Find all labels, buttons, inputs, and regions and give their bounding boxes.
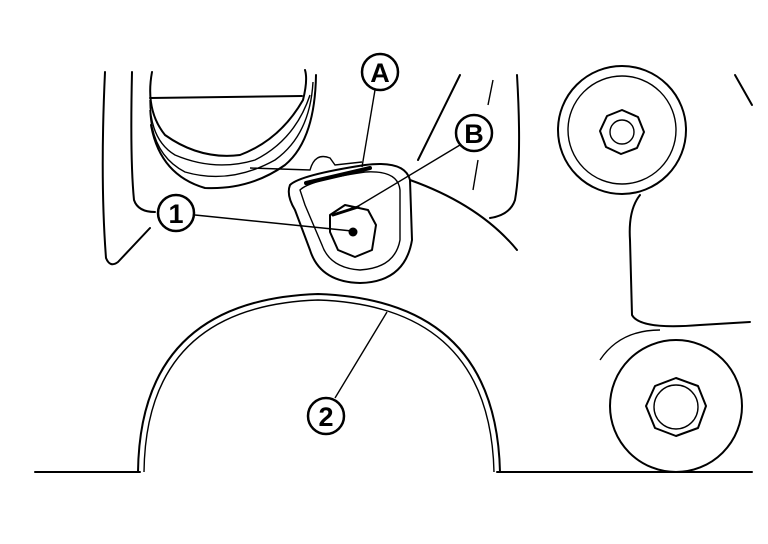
pulley-arc-outer [137,293,501,473]
right-housing-dash-2 [472,159,479,191]
sensor-edge-b [331,205,360,217]
left-housing-inner [130,71,156,213]
pulley-arc-inner [143,299,495,473]
leader-1 [194,214,353,232]
lower-bolt-hex [645,377,707,437]
cylinder-top [149,95,303,99]
cylinder-arc-2 [149,94,311,166]
leader-b [354,144,461,209]
cylinder-arc-1 [149,69,308,157]
upper-bolt-center [609,119,635,145]
right-housing-line-2 [409,179,518,251]
callout-a-label: A [370,58,390,88]
callout-1-label: 1 [168,199,183,229]
right-housing-outline [489,74,521,219]
sensor-point [348,227,358,237]
upper-boss-inner [567,75,677,185]
callout-b: B [454,113,494,153]
sensor-edge-a [304,166,372,185]
sensor-bracket-outer [287,163,413,284]
leader-2 [334,311,388,399]
lower-boss-outer [599,329,661,361]
left-housing-outline [101,71,151,266]
bracket-arm-2 [734,74,753,106]
callout-1: 1 [156,193,196,233]
sensor-body [329,204,377,258]
bracket-arm [628,194,751,328]
right-housing-dash-1 [487,79,494,106]
right-housing-line-1 [417,74,461,161]
lower-boss [609,339,743,473]
lower-bolt-inner [653,384,699,430]
cylinder-arc-3 [149,81,314,178]
callout-2-label: 2 [318,402,333,432]
leader-a [361,89,376,168]
upper-boss [557,65,687,195]
callout-b-label: B [464,119,484,149]
housing-ledge [249,155,363,171]
upper-bolt-hex [599,109,645,155]
cylinder-arc-4 [150,74,317,190]
callout-a: A [360,52,400,92]
callout-2: 2 [306,396,346,436]
